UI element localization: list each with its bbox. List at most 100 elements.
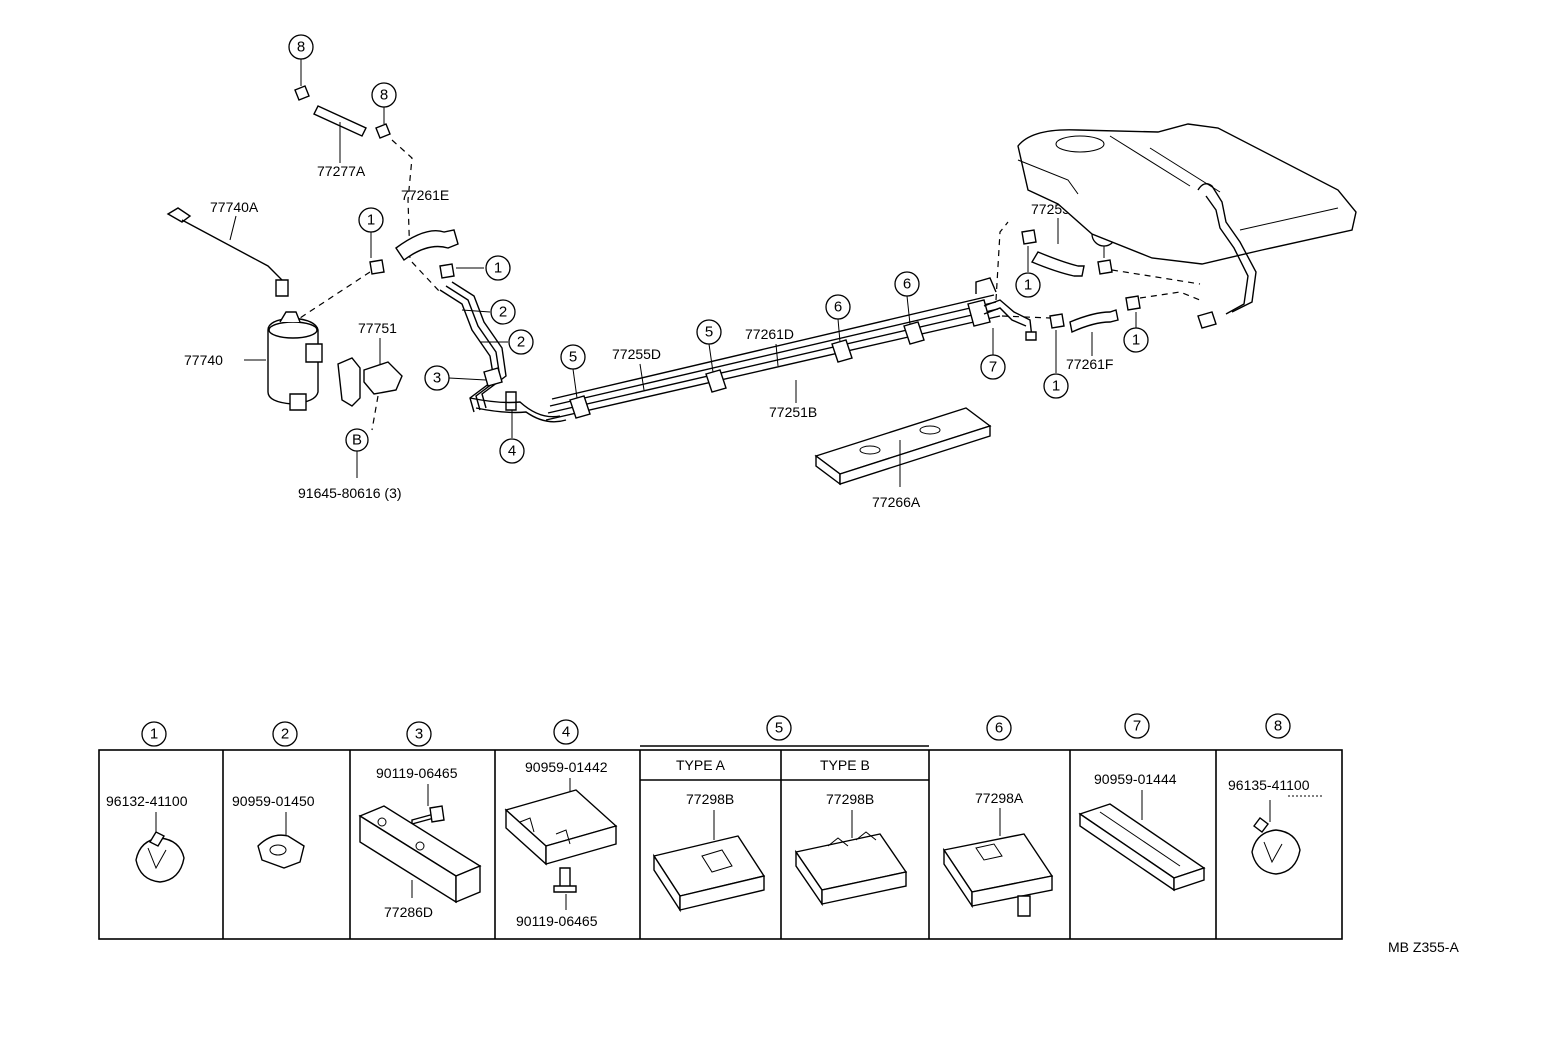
svg-text:4: 4 <box>508 443 516 460</box>
part-90119-06465-a: 90119-06465 <box>376 765 458 781</box>
svg-text:7: 7 <box>1133 718 1141 735</box>
wire-77740A-icon <box>166 207 289 297</box>
svg-text:B: B <box>352 432 362 449</box>
svg-text:3: 3 <box>415 726 423 743</box>
callout-7-top: 7 <box>980 328 1006 380</box>
label-77251B: 77251B <box>769 404 817 420</box>
callout-3: 3 <box>424 365 487 391</box>
part-90959-01442: 90959-01442 <box>525 759 608 775</box>
callout-1-rear-d: 1 <box>1123 312 1149 353</box>
clip-1-rear-d-icon <box>1125 295 1141 311</box>
callout-b: B <box>345 428 369 478</box>
callout-1-canister: 1 <box>358 207 384 258</box>
svg-text:2: 2 <box>517 334 525 351</box>
clamp-77298A-icon <box>942 808 1054 917</box>
callout-8-left: 8 <box>288 34 314 86</box>
hose-77255F-icon <box>1030 251 1085 277</box>
callout-5-left: 5 <box>560 344 586 399</box>
label-91645-80616: 91645-80616 (3) <box>298 485 402 501</box>
bracket-77751-icon <box>337 357 403 407</box>
type-b-label: TYPE B <box>820 757 870 773</box>
callout-1-front: 1 <box>485 255 511 281</box>
label-77751: 77751 <box>358 320 397 336</box>
svg-text:6: 6 <box>995 720 1003 737</box>
table-header-2: 2 <box>272 721 298 747</box>
label-77266A: 77266A <box>872 494 921 510</box>
label-77255D: 77255D <box>612 346 661 362</box>
svg-text:4: 4 <box>562 724 570 741</box>
label-77261D: 77261D <box>745 326 794 342</box>
fuel-tank-icon <box>1017 123 1357 329</box>
svg-text:2: 2 <box>499 304 507 321</box>
callout-6-right: 6 <box>894 271 920 325</box>
part-90119-06465-b: 90119-06465 <box>516 913 598 929</box>
pipe-bundle-front-icon <box>439 281 567 423</box>
svg-text:1: 1 <box>1024 277 1032 294</box>
clip-1-canister-icon <box>369 259 385 275</box>
parts-table <box>98 745 1343 940</box>
part-90959-01444: 90959-01444 <box>1094 771 1177 787</box>
clip-1-rear-upper-icon <box>1021 229 1037 245</box>
callout-8-right: 8 <box>371 82 397 124</box>
table-header-3: 3 <box>406 721 432 747</box>
svg-text:1: 1 <box>367 212 375 229</box>
label-77740A: 77740A <box>210 199 259 215</box>
callout-2-upper: 2 <box>461 299 516 325</box>
svg-text:5: 5 <box>569 349 577 366</box>
clip-8-right-icon <box>375 123 391 139</box>
bracket-90959-01442-icon <box>504 778 618 866</box>
svg-text:7: 7 <box>989 359 997 376</box>
bolt-90119-06465-a-icon <box>411 784 445 825</box>
svg-text:1: 1 <box>1052 378 1060 395</box>
bolt-90119-06465-b-icon <box>553 867 577 910</box>
callout-1-rear-c: 1 <box>1043 330 1069 399</box>
callout-1-rear-a: 1 <box>1015 246 1041 298</box>
clamp-77298B-type-b-icon <box>794 810 908 907</box>
label-77740: 77740 <box>184 352 223 368</box>
label-77261E: 77261E <box>401 187 449 203</box>
hose-77261F-icon <box>1069 309 1119 334</box>
figure-code: MB Z355-A <box>1388 939 1459 955</box>
label-77261F: 77261F <box>1066 356 1113 372</box>
callout-4: 4 <box>499 406 525 464</box>
svg-text:8: 8 <box>1274 718 1282 735</box>
clip-96132-icon <box>135 812 185 883</box>
cover-90959-01444-icon <box>1078 790 1206 892</box>
svg-text:5: 5 <box>705 324 713 341</box>
callout-6-left: 6 <box>825 294 851 343</box>
hose-77277A-icon <box>313 105 367 163</box>
label-77277A: 77277A <box>317 163 366 179</box>
svg-text:1: 1 <box>150 726 158 743</box>
clip-96135-icon <box>1251 800 1301 875</box>
callout-5-right: 5 <box>696 319 722 373</box>
svg-text:5: 5 <box>775 720 783 737</box>
part-77298A: 77298A <box>975 790 1024 806</box>
table-header-4: 4 <box>553 719 579 745</box>
clip-1-rear-b-icon <box>1097 259 1113 275</box>
svg-text:1: 1 <box>494 260 502 277</box>
table-header-6: 6 <box>986 715 1012 741</box>
part-90959-01450: 90959-01450 <box>232 793 315 809</box>
table-header-7: 7 <box>1124 713 1150 739</box>
clamp-77298B-type-a-icon <box>652 810 766 913</box>
clip-1-front-icon <box>439 263 455 279</box>
table-header-8: 8 <box>1265 713 1291 739</box>
part-77298B-a: 77298B <box>686 791 734 807</box>
svg-text:3: 3 <box>433 370 441 387</box>
part-77286D: 77286D <box>384 904 433 920</box>
svg-text:8: 8 <box>297 39 305 56</box>
hose-77261E-icon <box>395 229 459 262</box>
table-header-5: 5 <box>766 715 792 741</box>
svg-text:8: 8 <box>380 87 388 104</box>
pipe-rear-icon <box>975 277 1037 341</box>
svg-text:6: 6 <box>903 276 911 293</box>
bracket-77286D-icon <box>358 805 482 904</box>
callout-2-lower: 2 <box>480 329 534 355</box>
clip-8-left-icon <box>294 85 310 101</box>
protector-77266A-icon <box>814 407 992 486</box>
clip-1-rear-c-icon <box>1049 313 1065 329</box>
svg-text:2: 2 <box>281 726 289 743</box>
part-77298B-b: 77298B <box>826 791 874 807</box>
canister-77740-icon <box>267 311 323 411</box>
